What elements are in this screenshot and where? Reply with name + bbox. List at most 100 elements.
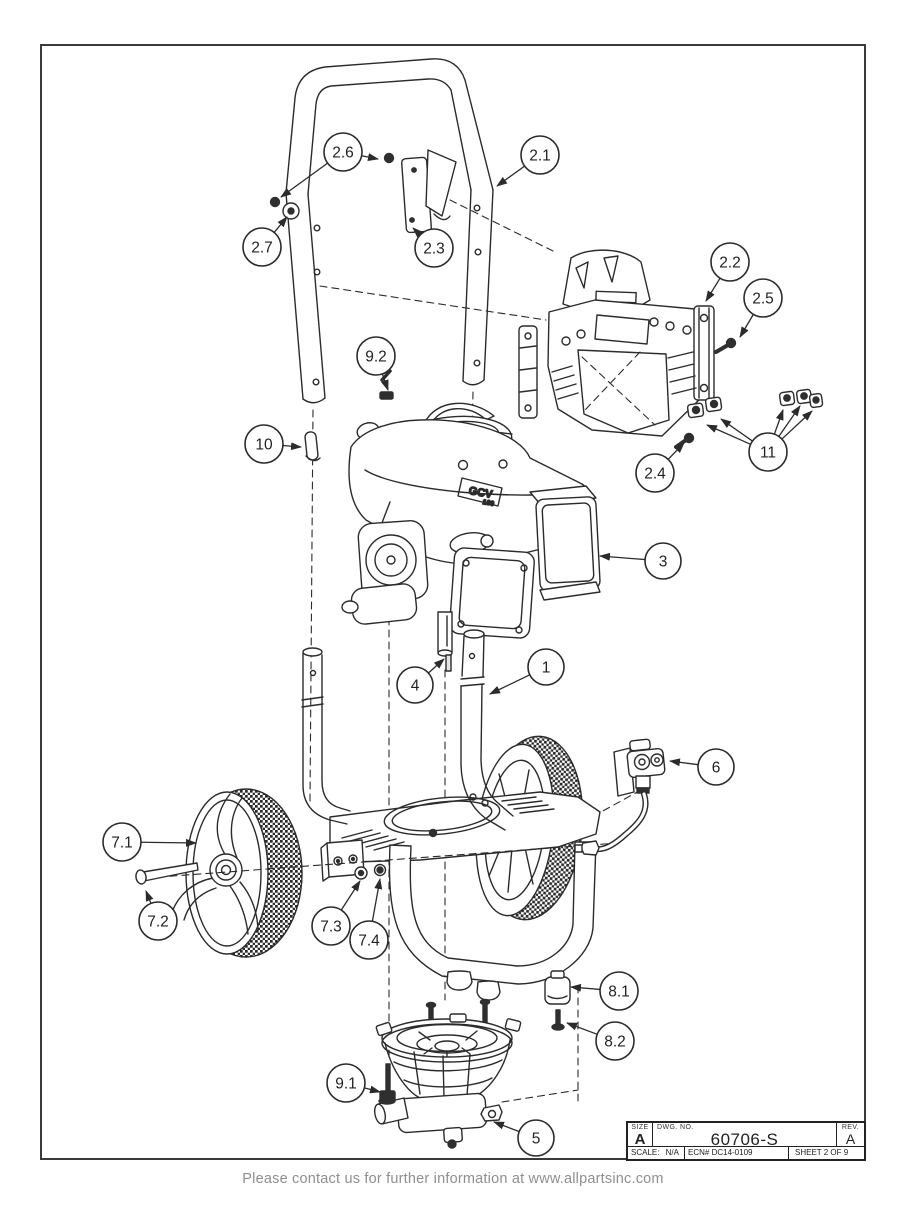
axle-centerline [145, 842, 619, 879]
size-label: SIZE [631, 1124, 649, 1131]
callout-label-8.2: 8.2 [604, 1034, 626, 1051]
gun-holster [401, 149, 457, 234]
frame-tube-left [301, 647, 351, 825]
leader-line-10 [282, 442, 302, 451]
leader-line-9.2 [380, 373, 389, 391]
callout-label-7.1: 7.1 [111, 835, 133, 852]
sheet-number: SHEET 2 OF 9 [795, 1148, 849, 1157]
callout-circle-2.6 [323, 132, 363, 172]
callout-circle-7.3 [311, 906, 351, 946]
callout-label-1: 1 [542, 660, 551, 677]
leader-line-11 [778, 405, 801, 437]
callout-circle-2.1 [520, 135, 560, 175]
leader-line-2.2 [705, 277, 721, 302]
callout-circle-4 [396, 666, 434, 704]
callout-label-11: 11 [760, 445, 776, 462]
panel-bolt-upper [714, 337, 737, 354]
pump [373, 998, 522, 1149]
isolator-bolt [551, 1009, 565, 1031]
callout-circle-11 [748, 432, 788, 472]
handle-grommet [282, 202, 300, 220]
scale-label: SCALE: [631, 1148, 660, 1157]
title-block: SIZE A DWG. NO. 60706-S REV. A SCALE: N/… [626, 1121, 866, 1161]
isolator [544, 970, 571, 1005]
callout-circle-1 [527, 648, 565, 686]
axle-rod [135, 862, 199, 885]
callout-label-8.1: 8.1 [608, 984, 630, 1001]
callout-circle-10 [244, 424, 284, 464]
callout-label-2.2: 2.2 [719, 255, 741, 272]
callout-label-9.2: 9.2 [365, 349, 387, 366]
leader-line-2.5 [739, 314, 754, 338]
rev-value: A [845, 1131, 856, 1146]
callout-label-2.3: 2.3 [423, 241, 445, 258]
leader-line-11 [720, 418, 753, 442]
sheet-border [40, 44, 866, 1160]
handle-screw [269, 152, 395, 208]
footer-contact-text: Please contact us for further informatio… [242, 1171, 664, 1187]
callout-label-10: 10 [255, 437, 273, 454]
leader-line-7.1 [140, 838, 197, 847]
axle-nut [373, 863, 387, 877]
leader-line-2.4 [667, 442, 685, 460]
callout-label-7.4: 7.4 [358, 933, 380, 950]
leader-line-8.2 [566, 1022, 598, 1035]
leader-line-2.7 [273, 216, 288, 233]
hose-assembly [574, 738, 666, 856]
leader-line-4 [427, 658, 445, 674]
axle-washer [354, 866, 368, 880]
engine-logo: GCV [468, 485, 494, 501]
handle-tube [285, 58, 494, 404]
callout-circle-2.2 [710, 242, 750, 282]
callout-label-5: 5 [532, 1131, 541, 1148]
leader-line-11 [773, 409, 784, 435]
callout-label-2.6: 2.6 [332, 145, 354, 162]
control-panel [518, 249, 715, 437]
callout-circle-7.2 [138, 901, 178, 941]
leader-line-7.4 [371, 878, 383, 922]
callout-circle-8.1 [599, 971, 639, 1011]
panel-feet [686, 388, 824, 419]
dwg-no-label: DWG. NO. [657, 1124, 694, 1131]
leader-line-3 [599, 552, 646, 561]
callout-circle-2.3 [414, 228, 454, 268]
frame-tube-right [460, 629, 514, 831]
dwg-no-value: 60706-S [710, 1130, 779, 1146]
pump-bolt-9-1 [378, 1063, 396, 1105]
leader-line-2.1 [496, 165, 525, 187]
leader-line-7.3 [340, 880, 361, 911]
shaft-key [445, 654, 452, 672]
leader-line-1 [489, 674, 531, 695]
callout-label-4: 4 [411, 678, 420, 695]
callout-label-2.1: 2.1 [529, 148, 551, 165]
size-value: A [634, 1131, 646, 1146]
callout-label-2.5: 2.5 [752, 291, 774, 308]
leader-line-6 [669, 758, 699, 767]
engine: GCV 160 [341, 402, 601, 657]
callout-label-9.1: 9.1 [335, 1076, 357, 1093]
leader-line-2.6 [361, 153, 379, 161]
callout-circle-7.1 [102, 822, 142, 862]
callout-circle-9.2 [356, 336, 396, 376]
callout-label-6: 6 [712, 760, 721, 777]
leader-line-11 [706, 424, 751, 445]
leader-line-2.3 [412, 227, 424, 238]
leader-line-9.1 [364, 1085, 381, 1094]
leader-line-11 [781, 410, 813, 440]
callout-circle-6 [697, 748, 735, 786]
callout-circle-2.7 [242, 227, 282, 267]
callout-label-3: 3 [659, 554, 668, 571]
callout-label-2.4: 2.4 [644, 466, 666, 483]
panel-bolt-lower [674, 432, 695, 449]
callout-circle-3 [644, 542, 682, 580]
leader-line-7.2 [145, 890, 154, 904]
leader-line-5 [493, 1121, 520, 1133]
rev-label: REV. [841, 1124, 860, 1131]
callout-circle-8.2 [595, 1021, 635, 1061]
handle-pin [304, 431, 321, 462]
callout-label-7.3: 7.3 [320, 919, 342, 936]
callout-label-7.2: 7.2 [147, 914, 169, 931]
